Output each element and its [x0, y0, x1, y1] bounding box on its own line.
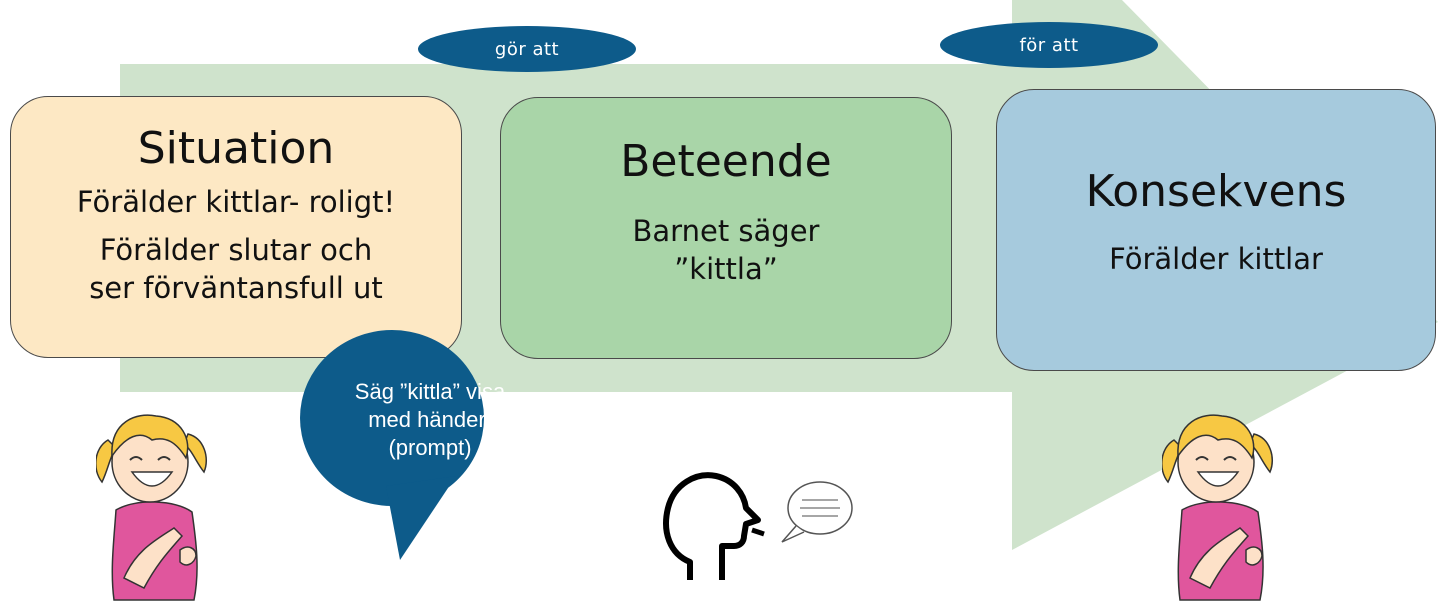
connector-for-att: för att — [940, 22, 1158, 68]
situation-text-3: ser förväntansfull ut — [89, 271, 383, 305]
connector-label: för att — [1019, 34, 1079, 56]
laughing-girl-illustration — [1162, 414, 1274, 601]
situation-box: Situation Förälder kittlar- roligt! Förä… — [10, 96, 462, 358]
situation-title: Situation — [137, 123, 335, 174]
beteende-title: Beteende — [620, 136, 832, 187]
prompt-speech-bubble — [300, 330, 484, 560]
prompt-bubble-text: Säg ”kittla” visa med händer! (prompt) — [330, 378, 530, 462]
speech-bubble-icon — [781, 481, 853, 543]
connector-label: gör att — [494, 38, 560, 60]
beteende-text-2: ”kittla” — [674, 252, 778, 286]
situation-text-2: Förälder slutar och — [99, 233, 373, 267]
prompt-line-3: (prompt) — [388, 435, 472, 460]
konsekvens-text: Förälder kittlar — [1109, 242, 1323, 276]
konsekvens-box: Konsekvens Förälder kittlar — [996, 89, 1436, 371]
konsekvens-title: Konsekvens — [1085, 166, 1347, 217]
speaking-head-icon — [663, 472, 765, 580]
connector-gor-att: gör att — [418, 26, 636, 72]
beteende-text-1: Barnet säger — [632, 214, 820, 248]
prompt-line-1: Säg ”kittla” visa — [354, 379, 506, 404]
prompt-line-2: med händer! — [368, 407, 492, 432]
beteende-box: Beteende Barnet säger ”kittla” — [500, 97, 952, 359]
laughing-girl-illustration — [96, 414, 208, 601]
situation-text-1: Förälder kittlar- roligt! — [76, 185, 396, 219]
